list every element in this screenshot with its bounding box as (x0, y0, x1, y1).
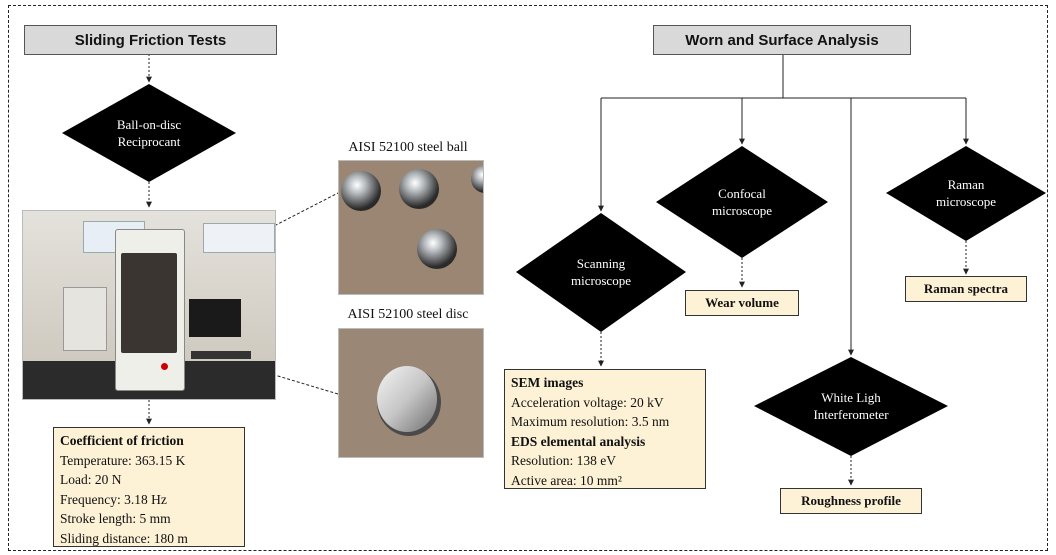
diamond-confocal (656, 146, 828, 258)
friction-info-line: Sliding distance: 180 m (60, 530, 188, 546)
sem-maxres: Maximum resolution: 3.5 nm (511, 414, 670, 429)
friction-info-line: Load: 20 N (60, 472, 122, 487)
steel-ball-4 (471, 165, 483, 193)
dashed-frame (8, 5, 1048, 551)
ball-on-disc-line1: Ball-on-disc (116, 117, 182, 132)
steel-disc-photo (338, 328, 484, 458)
white-light-line1: White Ligh (821, 390, 881, 405)
confocal-line1: Confocal (718, 186, 766, 201)
wear-volume-box: Wear volume (685, 290, 799, 316)
confocal-label: Confocal microscope (712, 185, 772, 219)
eds-resolution: Resolution: 138 eV (511, 453, 616, 468)
diamond-ball-on-disc (62, 84, 236, 182)
ball-on-disc-line2: Reciprocant (117, 134, 181, 149)
photo-left-device (63, 287, 107, 351)
ball-on-disc-label: Ball-on-disc Reciprocant (117, 116, 181, 150)
friction-info-box: Coefficient of friction Temperature: 363… (53, 427, 245, 547)
raman-spectra-box: Raman spectra (905, 276, 1027, 302)
eds-title: EDS elemental analysis (511, 433, 646, 449)
friction-info-title: Coefficient of friction (60, 433, 184, 448)
steel-ball-photo (338, 160, 484, 295)
sem-title: SEM images (511, 375, 584, 390)
friction-info-line: Stroke length: 5 mm (60, 511, 171, 526)
friction-info-line: Temperature: 363.15 K (60, 452, 186, 468)
sem-info-box: SEM images Acceleration voltage: 20 kV M… (504, 369, 706, 489)
steel-disc-face (377, 366, 437, 432)
tribometer-photo (22, 210, 276, 400)
raman-label: Raman microscope (936, 176, 996, 210)
steel-ball-3 (417, 229, 457, 269)
photo-monitor (189, 299, 241, 337)
eds-active-area: Active area: 10 mm² (511, 472, 622, 488)
steel-disc (377, 366, 441, 436)
steel-balls (341, 165, 483, 269)
diamond-raman (886, 146, 1046, 241)
sem-accel: Acceleration voltage: 20 kV (511, 394, 664, 410)
leader-disc (267, 372, 339, 395)
scanning-line2: microscope (571, 273, 631, 288)
header-worn-surface-analysis: Worn and Surface Analysis (653, 25, 911, 55)
confocal-line2: microscope (712, 203, 772, 218)
diamond-scanning (516, 213, 686, 332)
ball-caption: AISI 52100 steel ball (348, 140, 468, 155)
scanning-line1: Scanning (576, 256, 626, 271)
roughness-profile-box: Roughness profile (780, 488, 922, 514)
header-sliding-friction-tests: Sliding Friction Tests (24, 25, 277, 55)
steel-ball-1 (341, 171, 381, 211)
white-light-line2: Interferometer (813, 407, 889, 422)
steel-ball-2 (399, 169, 439, 209)
scanning-label: Scanning microscope (571, 255, 631, 289)
photo-keyboard (191, 351, 251, 359)
raman-line2: microscope (936, 194, 996, 209)
photo-poster-right (203, 223, 275, 253)
photo-red-button (161, 363, 168, 370)
raman-line1: Raman (947, 177, 985, 192)
friction-info-line: Frequency: 3.18 Hz (60, 491, 167, 507)
diamond-white-light (754, 357, 948, 456)
disc-caption: AISI 52100 steel disc (347, 307, 469, 322)
photo-tribometer-window (121, 253, 177, 353)
white-light-label: White Ligh Interferometer (813, 389, 888, 423)
